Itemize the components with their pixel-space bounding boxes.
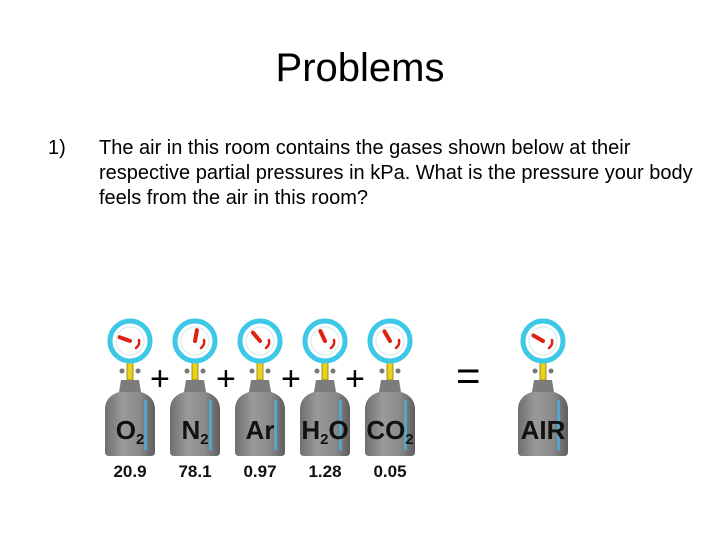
cylinder-label-h2o: H2O xyxy=(301,415,349,448)
plus-sign: + xyxy=(216,360,236,398)
gauge-needle-ar xyxy=(250,330,262,343)
pressure-value-ar: 0.97 xyxy=(243,462,277,481)
valve-stem-h2o xyxy=(321,361,329,381)
cylinder-neck-air xyxy=(532,380,554,392)
gauge-dial-o2 xyxy=(115,326,145,356)
valve-knob-air xyxy=(548,368,554,374)
valve-knob-co2 xyxy=(379,368,385,374)
cylinder-highlight-air xyxy=(557,400,560,450)
gauge-dial-air xyxy=(528,326,558,356)
gauge-dial-ar xyxy=(245,326,275,356)
pressure-value-h2o: 1.28 xyxy=(308,462,342,481)
cylinder-neck-o2 xyxy=(119,380,141,392)
cylinder-label-o2: O2 xyxy=(115,415,145,448)
gauge-mark-h2o xyxy=(329,338,336,350)
valve-knob-ar xyxy=(249,368,255,374)
valve-stem-n2 xyxy=(191,361,199,381)
valve-knob-n2 xyxy=(200,368,206,374)
cylinder-neck-ar xyxy=(249,380,271,392)
gauge-mark-air xyxy=(547,338,554,350)
gauge-needle-h2o xyxy=(318,329,327,343)
valve-knob-o2 xyxy=(119,368,125,374)
valve-knob-co2 xyxy=(395,368,401,374)
pressure-value-n2: 78.1 xyxy=(178,462,212,481)
gauge-dial-n2 xyxy=(180,326,210,356)
valve-stem-co2 xyxy=(386,361,394,381)
cylinder-highlight-o2 xyxy=(144,400,147,450)
cylinder-label-co2: CO2 xyxy=(366,415,414,448)
cylinder-label-air: AIR xyxy=(520,415,566,445)
valve-knob-n2 xyxy=(184,368,190,374)
problem-text: The air in this room contains the gases … xyxy=(99,137,693,209)
cylinder-body-air xyxy=(518,392,568,456)
cylinder-label-ar: Ar xyxy=(245,415,275,445)
cylinder-body-h2o xyxy=(300,392,350,456)
gauge-dial-h2o xyxy=(310,326,340,356)
gauge-needle-n2 xyxy=(193,328,199,343)
cylinder-body-n2 xyxy=(170,392,220,456)
cylinder-neck-co2 xyxy=(379,380,401,392)
gauge-mark-o2 xyxy=(134,338,141,350)
gauge-mark-co2 xyxy=(394,338,401,350)
cylinder-label-n2: N2 xyxy=(181,415,209,448)
cylinder-highlight-h2o xyxy=(339,400,342,450)
pressure-value-co2: 0.05 xyxy=(373,462,407,481)
gauge-needle-o2 xyxy=(117,335,132,343)
equals-sign: = xyxy=(456,352,481,399)
plus-sign: + xyxy=(281,360,301,398)
plus-sign: + xyxy=(150,360,170,398)
cylinder-highlight-co2 xyxy=(404,400,407,450)
cylinder-body-co2 xyxy=(365,392,415,456)
valve-stem-o2 xyxy=(126,361,134,381)
gauge-dial-co2 xyxy=(375,326,405,356)
cylinder-highlight-n2 xyxy=(209,400,212,450)
cylinder-body-o2 xyxy=(105,392,155,456)
valve-stem-air xyxy=(539,361,547,381)
gauge-needle-co2 xyxy=(382,329,392,343)
cylinder-neck-h2o xyxy=(314,380,336,392)
gauge-mark-n2 xyxy=(199,338,206,350)
valve-knob-o2 xyxy=(135,368,141,374)
problem-number: 1) xyxy=(48,137,66,159)
cylinder-body-ar xyxy=(235,392,285,456)
valve-knob-air xyxy=(532,368,538,374)
valve-knob-h2o xyxy=(330,368,336,374)
valve-knob-h2o xyxy=(314,368,320,374)
gauge-needle-air xyxy=(531,333,545,343)
cylinder-neck-n2 xyxy=(184,380,206,392)
cylinder-highlight-ar xyxy=(274,400,277,450)
plus-sign: + xyxy=(345,360,365,398)
gauge-mark-ar xyxy=(264,338,271,350)
valve-knob-ar xyxy=(265,368,271,374)
valve-stem-ar xyxy=(256,361,264,381)
slide-title: Problems xyxy=(275,46,445,90)
pressure-value-o2: 20.9 xyxy=(113,462,147,481)
